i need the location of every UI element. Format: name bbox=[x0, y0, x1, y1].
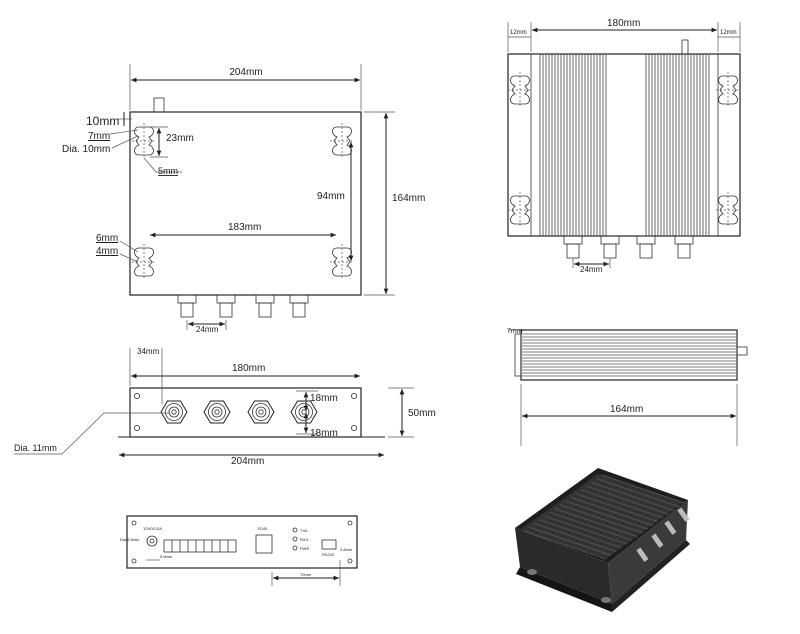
rear-label-tx: TX/L bbox=[300, 528, 309, 533]
rear-label-70: 70mm bbox=[300, 572, 312, 577]
dim-183mm-label: 183mm bbox=[228, 222, 261, 233]
led-pwr bbox=[292, 545, 298, 551]
antenna-stub bbox=[681, 39, 689, 55]
heatsink-fins-left bbox=[539, 54, 607, 236]
fin-line bbox=[529, 526, 612, 556]
bnc-connector bbox=[636, 235, 656, 259]
screw-hole bbox=[133, 424, 140, 431]
heatsink-side-view: 7mm 164mm bbox=[507, 328, 748, 446]
fin-line bbox=[581, 489, 664, 519]
hole-dia-11-label: Dia. 11mm bbox=[14, 443, 57, 453]
top-height-label: 164mm bbox=[392, 193, 425, 204]
heatsink-left-margin: 12mm bbox=[510, 30, 527, 36]
rear-label-2-8: 2.8mm bbox=[340, 547, 353, 552]
dim-94mm-label: 94mm bbox=[317, 191, 345, 202]
product-photo bbox=[515, 468, 690, 612]
fin-line bbox=[601, 474, 685, 504]
fin-line bbox=[539, 519, 622, 549]
fin-line bbox=[591, 481, 674, 511]
hole-dia-label: Dia. 10mm bbox=[62, 144, 110, 155]
fin-line bbox=[570, 496, 653, 526]
led-tx bbox=[292, 527, 298, 533]
bnc-connector-4 bbox=[289, 294, 309, 318]
dim-24mm-label: 24mm bbox=[196, 325, 219, 334]
bnc-connector-3 bbox=[255, 294, 275, 318]
dim-18mm-bottom-label: 18mm bbox=[310, 428, 338, 439]
bnc-connector bbox=[563, 235, 583, 259]
bnc-connector-2 bbox=[216, 294, 236, 318]
antenna-stub bbox=[153, 97, 165, 113]
heatsink-right-margin: 12mm bbox=[720, 30, 737, 36]
rj45-port bbox=[255, 534, 273, 554]
rear-label-dia: Dia.5.5mm bbox=[120, 537, 140, 542]
dim-5mm-label: 5mm bbox=[158, 166, 178, 176]
dim-34mm-label: 34mm bbox=[137, 347, 160, 356]
front-width-inner-label: 180mm bbox=[232, 363, 265, 374]
dim-4mm-label: 4mm bbox=[96, 246, 118, 257]
rear-label-rs232: RS232 bbox=[322, 552, 335, 557]
dc-jack bbox=[146, 535, 158, 547]
heatsink-width-label: 180mm bbox=[607, 18, 640, 29]
screw-hole bbox=[133, 392, 140, 399]
heatsink-dim-24: 24mm bbox=[580, 265, 603, 274]
heatsink-fins-right bbox=[645, 54, 710, 236]
dim-18mm-top-label: 18mm bbox=[310, 393, 338, 404]
fin-line bbox=[560, 504, 643, 534]
terminal-block bbox=[163, 539, 237, 553]
rear-view: Dia.5.5mm 12VDC/2A RJ45 TX/L RX/L PWR RS… bbox=[120, 515, 358, 586]
heatsink-side-fins bbox=[522, 333, 736, 377]
fin-line bbox=[549, 511, 633, 541]
fin-line bbox=[596, 478, 679, 508]
heatsink-top-view: 180mm 12mm 12mm 24mm bbox=[507, 18, 741, 274]
top-width-label: 204mm bbox=[229, 67, 262, 78]
fin-line bbox=[575, 493, 659, 523]
fin-line bbox=[586, 485, 669, 515]
rear-label-power: 12VDC/2A bbox=[143, 526, 162, 531]
serial-terminal bbox=[321, 539, 337, 550]
screw-hole bbox=[350, 424, 357, 431]
rear-label-rx: RX/L bbox=[300, 537, 310, 542]
dim-7mm-label: 7mm bbox=[88, 131, 110, 142]
rear-label-pwr: PWR bbox=[300, 546, 309, 551]
fin-line bbox=[565, 500, 648, 530]
led-rx bbox=[292, 536, 298, 542]
side-dim-7: 7mm bbox=[507, 328, 523, 335]
heatsink-plate bbox=[507, 53, 741, 237]
front-view: 34mm 180mm 18mm 18mm 50mm Dia. 11mm 204m… bbox=[14, 347, 436, 467]
screw-hole bbox=[350, 392, 357, 399]
rear-view-body bbox=[126, 515, 358, 569]
fin-line bbox=[534, 523, 617, 553]
bnc-connector bbox=[674, 235, 694, 259]
top-view-body bbox=[129, 111, 362, 296]
dim-23mm-label: 23mm bbox=[166, 133, 194, 144]
fin-line bbox=[523, 530, 607, 560]
bnc-connector-1 bbox=[177, 294, 197, 318]
dim-6mm-label: 6mm bbox=[96, 233, 118, 244]
top-view: 204mm 164mm 10mm 7mm Dia. 10mm 23mm 5mm … bbox=[62, 64, 425, 334]
front-width-outer-label: 204mm bbox=[231, 456, 264, 467]
fin-line bbox=[544, 515, 627, 545]
rear-label-rj45: RJ45 bbox=[258, 526, 268, 531]
fin-line bbox=[555, 508, 638, 538]
front-view-body bbox=[129, 387, 362, 438]
photo-connectors bbox=[636, 507, 690, 562]
dim-10mm-label: 10mm bbox=[86, 114, 119, 128]
front-height-label: 50mm bbox=[408, 408, 436, 419]
bnc-connector bbox=[600, 235, 620, 259]
rear-label-5-5: 5.5mm bbox=[160, 554, 173, 559]
side-length-label: 164mm bbox=[610, 404, 643, 415]
